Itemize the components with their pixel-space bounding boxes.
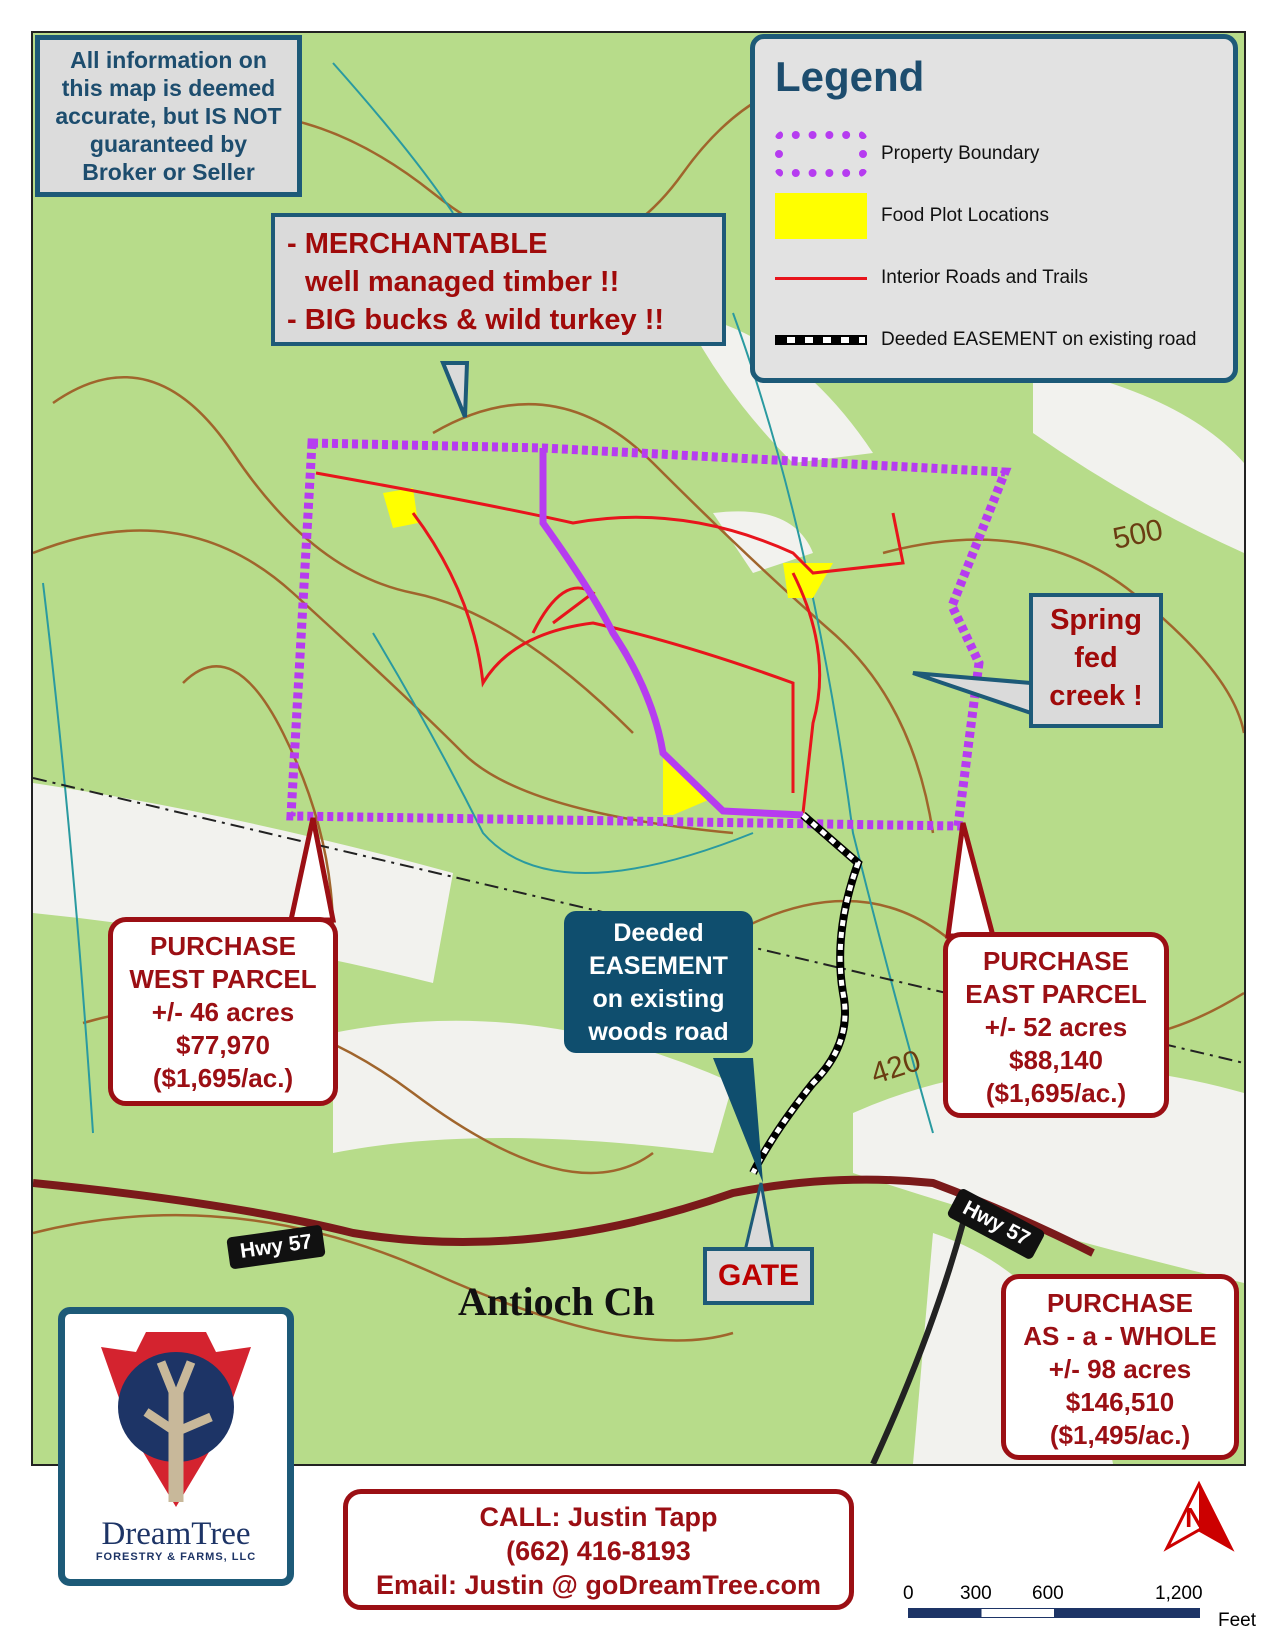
contact-phone[interactable]: (662) 416-8193: [506, 1536, 691, 1566]
callout-line: Spring: [1050, 604, 1142, 636]
scale-tick: 300: [960, 1583, 992, 1604]
contact-name: CALL: Justin Tapp: [479, 1502, 718, 1532]
parcel-line: PURCHASE: [983, 946, 1129, 976]
dreamtree-logo: DreamTree FORESTRY & FARMS, LLC: [58, 1307, 294, 1586]
legend-item-food-plot: Food Plot Locations: [775, 191, 1049, 241]
disclaimer-line: Broker or Seller: [82, 159, 255, 185]
legend-label: Deeded EASEMENT on existing road: [881, 329, 1197, 350]
road-swatch-icon: [775, 276, 867, 280]
food-plot-swatch-icon: [775, 193, 867, 239]
church-label: Antioch Ch: [458, 1279, 655, 1324]
legend-title: Legend: [775, 53, 925, 100]
legend-item-roads: Interior Roads and Trails: [775, 253, 1088, 303]
parcel-acres: +/- 98 acres: [1048, 1354, 1192, 1384]
disclaimer-line: guaranteed by: [89, 131, 248, 157]
parcel-price-per-acre: ($1,695/ac.): [152, 1063, 294, 1093]
streams: [42, 62, 934, 1134]
legend-item-boundary: Property Boundary: [775, 129, 1039, 179]
parcel-price: $77,970: [176, 1030, 270, 1060]
callout-line: woods road: [588, 1018, 729, 1046]
contact-email[interactable]: Email: Justin @ goDreamTree.com: [376, 1570, 821, 1600]
parcel-line: PURCHASE: [1047, 1288, 1193, 1318]
callout-line: well managed timber !!: [305, 266, 620, 298]
scale-tick: 1,200: [1155, 1583, 1203, 1604]
callout-line: fed: [1074, 642, 1118, 674]
boundary-swatch-icon: [775, 131, 867, 177]
timber-callout: - MERCHANTABLE well managed timber !! - …: [271, 213, 726, 346]
callout-line: creek !: [1049, 680, 1143, 712]
legend-label: Interior Roads and Trails: [881, 267, 1088, 288]
legend-item-easement: Deeded EASEMENT on existing road: [775, 315, 1196, 365]
parcel-line: AS - a - WHOLE: [1023, 1321, 1217, 1351]
logo-name: DreamTree: [101, 1516, 251, 1552]
parcel-price: $88,140: [1009, 1045, 1103, 1075]
timber-callout-pointer: [440, 361, 470, 418]
property-boundary: [286, 438, 1012, 831]
disclaimer-line: this map is deemed: [61, 75, 276, 101]
scale-bar-graphic: [908, 1608, 1200, 1618]
easement-callout-pointer: [713, 1058, 763, 1183]
disclaimer-line: All information on: [70, 47, 267, 73]
easement-swatch-icon: [775, 335, 867, 345]
interior-roads: [315, 471, 905, 814]
arrowhead-tree-logo-icon: [101, 1332, 251, 1507]
disclaimer-box: All information on this map is deemed ac…: [35, 35, 302, 197]
parcel-line: PURCHASE: [150, 931, 296, 961]
gate-label: GATE: [703, 1247, 814, 1305]
contact-box: CALL: Justin Tapp (662) 416-8193 Email: …: [343, 1489, 854, 1610]
clearings: [33, 313, 1244, 1464]
side-road: [870, 1222, 966, 1464]
callout-line: on existing: [592, 985, 725, 1013]
callout-line: - BIG bucks & wild turkey !!: [287, 304, 665, 336]
logo-subtitle: FORESTRY & FARMS, LLC: [95, 1551, 257, 1563]
parcel-line: EAST PARCEL: [965, 979, 1147, 1009]
parcel-acres: +/- 46 acres: [151, 997, 295, 1027]
creek-callout: Spring fed creek !: [1029, 593, 1163, 728]
callout-line: EASEMENT: [589, 952, 728, 980]
legend-label: Property Boundary: [881, 143, 1040, 164]
north-arrow-icon: N: [1163, 1480, 1235, 1557]
callout-line: Deeded: [613, 919, 704, 947]
legend-label: Food Plot Locations: [881, 205, 1049, 226]
callout-line: - MERCHANTABLE: [287, 228, 548, 260]
east-callout-pointer: [945, 822, 997, 939]
main-road-magenta: [539, 448, 804, 819]
parcel-acres: +/- 52 acres: [984, 1012, 1128, 1042]
parcel-price-per-acre: ($1,495/ac.): [1049, 1420, 1191, 1450]
scale-tick: 0: [903, 1583, 914, 1604]
scale-unit: Feet: [1218, 1610, 1257, 1631]
north-label: N: [1185, 1502, 1206, 1533]
disclaimer-line: accurate, but IS NOT: [55, 103, 282, 129]
scale-tick: 600: [1032, 1583, 1064, 1604]
legend: Legend Property Boundary Food Plot Locat…: [750, 34, 1238, 383]
parcel-price: $146,510: [1065, 1387, 1175, 1417]
parcel-line: WEST PARCEL: [129, 964, 317, 994]
parcel-price-per-acre: ($1,695/ac.): [985, 1078, 1127, 1108]
